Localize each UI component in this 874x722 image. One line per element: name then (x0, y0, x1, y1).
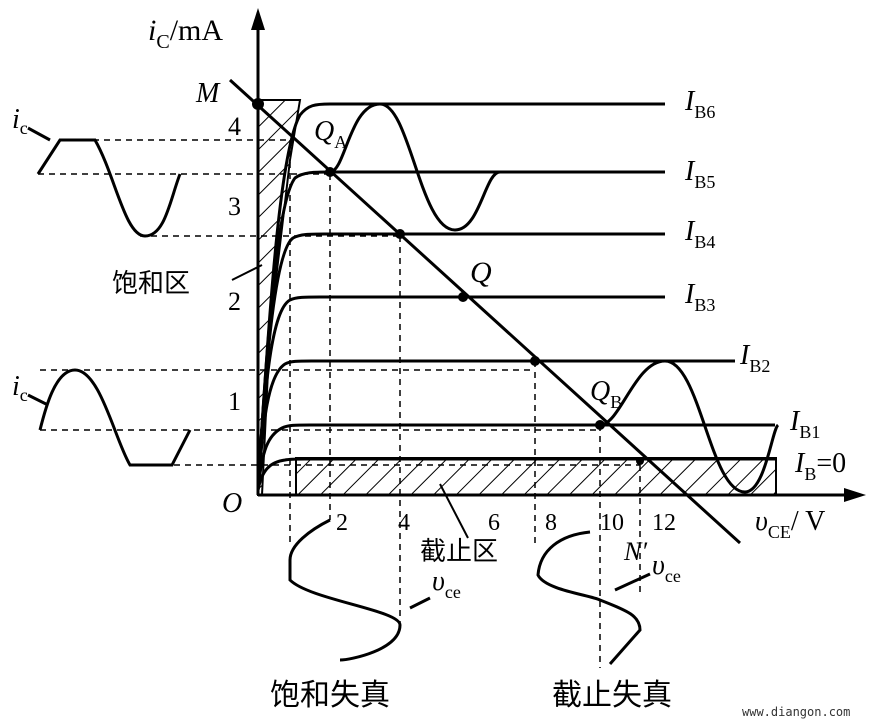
curve-label-ib6: IB6 (684, 86, 715, 122)
y-tick-1: 1 (228, 387, 241, 416)
caption-saturation-distortion: 饱和失真 (270, 678, 390, 713)
x-tick-2: 2 (336, 510, 348, 536)
watermark: www.diangon.com (742, 705, 850, 719)
x-tick-8: 8 (545, 510, 557, 536)
label-q: Q (470, 256, 492, 289)
characteristic-curves (256, 102, 775, 491)
curve-ib2 (256, 359, 735, 491)
label-qb: QB (590, 376, 622, 412)
point-q (458, 292, 468, 302)
x-axis-label: υCE/ V (755, 506, 825, 542)
cutoff-label-pointer (439, 483, 469, 539)
curve-label-ib0: IB=0 (794, 448, 846, 484)
curve-label-ib1: IB1 (789, 406, 820, 442)
vce-label-right: υce (652, 550, 681, 586)
ic-wave-saturation-side (329, 102, 501, 232)
x-tick-6: 6 (488, 510, 500, 536)
ic-wave-bottom (38, 368, 192, 467)
curve-label-ib2: IB2 (739, 340, 770, 376)
ic-wave-cutoff-side (599, 359, 780, 494)
curve-ib5 (256, 170, 665, 491)
cutoff-region-label: 截止区 (420, 537, 498, 567)
vce-wave-saturation (288, 518, 402, 662)
vce-label-left: υce (432, 566, 461, 602)
y-tick-3: 3 (228, 192, 241, 221)
point-q2 (530, 356, 540, 366)
point-m (252, 98, 264, 110)
y-axis-label: iC/mA (148, 14, 223, 53)
y-tick-2: 2 (228, 287, 241, 316)
x-axis-arrow (844, 488, 866, 502)
projection-dashes (38, 139, 641, 668)
cutoff-region-hatch (295, 457, 777, 496)
ic-label-bottom: ic (12, 371, 28, 405)
load-line (228, 78, 742, 545)
y-tick-4: 4 (228, 112, 241, 141)
ic-label-top: ic (12, 104, 28, 138)
curve-ib0 (256, 457, 775, 491)
saturation-label-pointer (231, 264, 263, 281)
point-qa (325, 167, 335, 177)
curve-ib3 (256, 295, 665, 491)
curve-ib1 (256, 423, 775, 491)
curve-label-ib4: IB4 (684, 216, 715, 252)
ic-wave-top (36, 138, 182, 238)
saturation-region-label: 饱和区 (112, 269, 190, 299)
point-qb (595, 420, 605, 430)
x-tick-10: 10 (600, 510, 624, 536)
vce-wave-cutoff (536, 530, 642, 665)
vce-waveforms (288, 518, 651, 665)
label-qa: QA (314, 116, 347, 152)
curve-label-ib5: IB5 (684, 156, 715, 192)
point-n-intersect (636, 457, 644, 465)
curve-label-ib3: IB3 (684, 279, 715, 315)
caption-cutoff-distortion: 截止失真 (552, 678, 672, 713)
point-q4 (395, 229, 405, 239)
origin-label: O (222, 488, 242, 519)
label-m: M (195, 78, 221, 109)
label-n: N′ (623, 537, 647, 566)
ic-waveforms-left (27, 126, 192, 467)
x-tick-12: 12 (652, 510, 676, 536)
output-waves (329, 102, 780, 494)
x-tick-4: 4 (398, 510, 410, 536)
y-axis-arrow (251, 8, 265, 30)
